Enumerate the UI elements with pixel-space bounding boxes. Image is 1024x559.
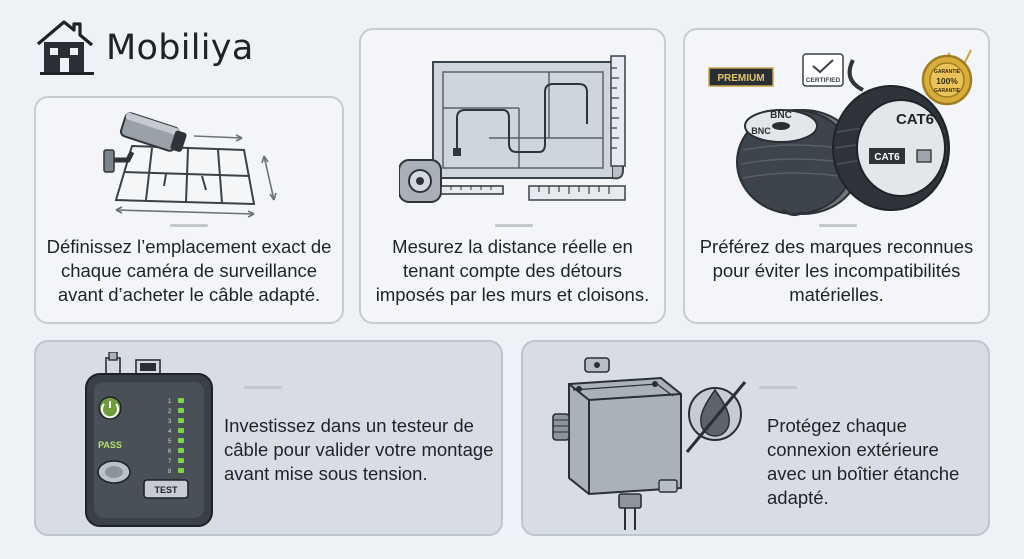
- led-number: 5: [168, 439, 172, 445]
- cat6-small-label: CAT6: [874, 152, 900, 163]
- certified-label: CERTIFIED: [806, 77, 841, 84]
- led-number: 4: [168, 429, 172, 435]
- guarantee-label: GARANTIE: [934, 69, 961, 75]
- cat6-label: CAT6: [896, 111, 934, 128]
- house-building-icon: [36, 20, 94, 75]
- cable-tester-icon: PASS 1 2 3 4 5 6 7 8 TEST: [85, 352, 213, 527]
- led-number: 1: [168, 399, 172, 405]
- cable-reels-icon: PREMIUM CERTIFIED BNC BNC CAT6 CAT6 GARA…: [708, 49, 973, 217]
- guarantee-label-bottom: GARANTIE: [934, 88, 961, 94]
- guarantee-percent: 100%: [936, 76, 958, 86]
- tip-text: Protégez chaque connexion extérieure ave…: [767, 415, 960, 508]
- tip-text: Investissez dans un testeur de câble pou…: [224, 415, 494, 484]
- led-number: 6: [168, 449, 172, 455]
- tip-card-waterproof-box: Protégez chaque connexion extérieure ave…: [521, 340, 990, 536]
- tip-card-cable-tester: PASS 1 2 3 4 5 6 7 8 TEST Investis: [34, 340, 503, 536]
- led-number: 8: [168, 469, 172, 475]
- test-button-label: TEST: [154, 485, 178, 495]
- bnc-label: BNC: [770, 110, 792, 121]
- tip-text: Définissez l’emplacement exact de chaque…: [46, 236, 332, 305]
- tip-card-measure-distance: Mesurez la distance réelle en tenant com…: [359, 28, 666, 324]
- tip-text: Mesurez la distance réelle en tenant com…: [375, 236, 650, 305]
- tip-card-camera-placement: Définissez l’emplacement exact de chaque…: [34, 96, 344, 324]
- blueprint-tape-measure-icon: [399, 55, 626, 203]
- brand-name: Mobiliya: [106, 28, 254, 68]
- led-number: 7: [168, 459, 172, 465]
- led-number: 2: [168, 409, 172, 415]
- led-number: 3: [168, 419, 172, 425]
- junction-box-icon: [552, 357, 747, 530]
- pass-label: PASS: [98, 440, 122, 450]
- brand-header: Mobiliya: [34, 18, 254, 78]
- tip-text: Préférez des marques reconnues pour évit…: [699, 236, 974, 305]
- premium-label: PREMIUM: [717, 73, 764, 84]
- tip-card-trusted-brands: PREMIUM CERTIFIED BNC BNC CAT6 CAT6 GARA…: [683, 28, 990, 324]
- bnc-label-side: BNC: [751, 126, 771, 136]
- camera-floorplan-icon: [103, 112, 277, 218]
